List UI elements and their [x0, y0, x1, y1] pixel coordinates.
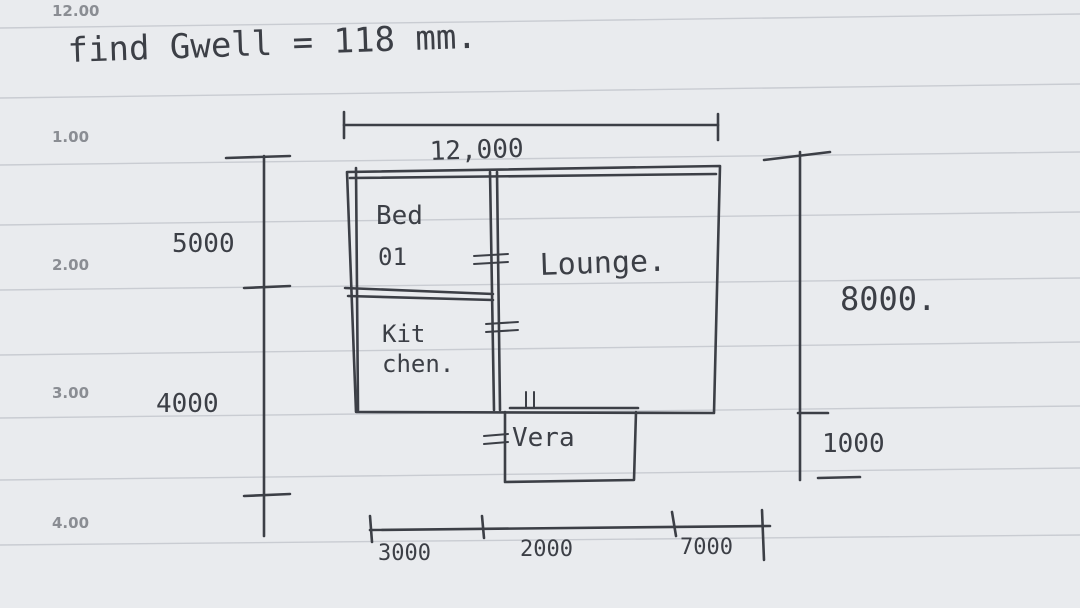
kitchen-label-line2: chen.	[382, 350, 454, 378]
bed-label-line1: Bed	[376, 201, 423, 231]
right-dimension	[762, 150, 862, 482]
bottom-dim-c: 7000	[680, 535, 733, 560]
left-dim-lower: 4000	[156, 389, 219, 419]
overall-width-label: 12,000	[429, 134, 524, 167]
bed-label-line2: 01	[378, 243, 407, 271]
margin-number-top: 12.00	[52, 2, 100, 20]
note-heading: find Gwell = 118 mm.	[67, 17, 478, 71]
veranda-label: Vera	[512, 423, 575, 453]
left-dim-upper: 5000	[172, 229, 235, 259]
margin-number-2: 2.00	[52, 256, 90, 274]
lounge-label: Lounge.	[539, 244, 667, 283]
right-dim-lower: 1000	[822, 429, 885, 459]
kitchen-label-line1: Kit	[382, 320, 425, 348]
veranda-outline	[503, 406, 640, 484]
right-dim-main: 8000.	[840, 280, 936, 318]
overall-width-dimension	[342, 110, 720, 142]
bottom-dimension	[368, 508, 772, 562]
margin-number-1: 1.00	[52, 128, 90, 146]
ruled-lines	[0, 13, 1080, 546]
bottom-dim-b: 2000	[520, 537, 573, 562]
internal-walls	[343, 170, 502, 412]
bottom-dim-a: 3000	[378, 541, 431, 566]
left-dimension	[224, 154, 292, 538]
margin-number-3: 3.00	[52, 384, 90, 402]
margin-number-4: 4.00	[52, 514, 90, 532]
